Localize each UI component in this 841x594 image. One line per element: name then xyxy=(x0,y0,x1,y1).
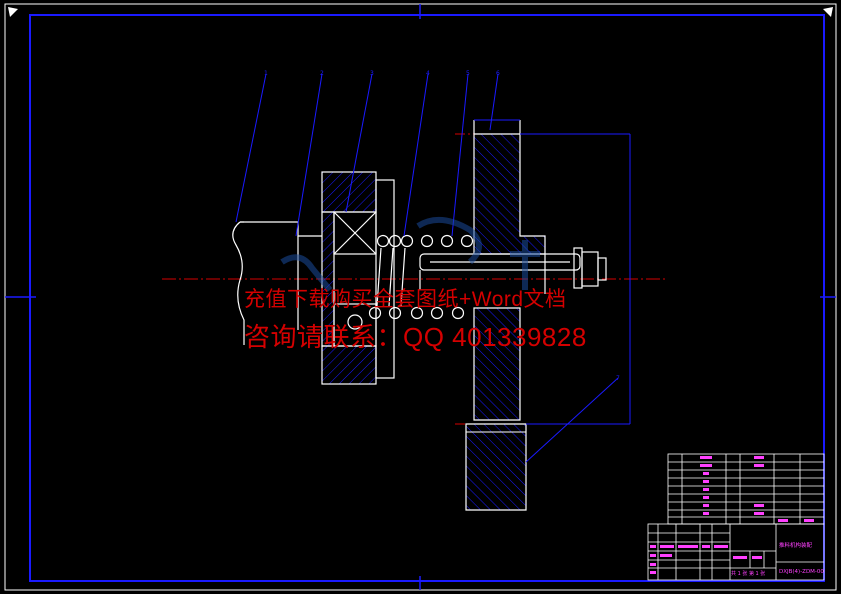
rack-gear xyxy=(465,119,546,511)
parts-list xyxy=(667,453,825,525)
balloon-7: 7 xyxy=(616,375,620,382)
balloon-numbers: 1 2 3 4 5 6 7 xyxy=(264,70,620,382)
balloon-2: 2 xyxy=(320,70,324,77)
title-block-marks xyxy=(650,545,762,574)
balloon-4: 4 xyxy=(426,70,430,77)
balloon-leaders xyxy=(235,73,619,463)
title-block xyxy=(647,523,825,581)
title-block-sheet-note: 共 1 张 第 1 张 xyxy=(731,571,766,577)
balloon-5: 5 xyxy=(466,70,470,77)
logo-watermark xyxy=(280,217,540,292)
balloon-1: 1 xyxy=(264,70,268,77)
corner-arrows xyxy=(8,7,833,17)
shaft xyxy=(232,221,322,345)
centering-marks xyxy=(5,4,836,590)
bearing-housing xyxy=(321,171,395,385)
push-rod xyxy=(419,247,607,294)
parts-list-marks xyxy=(700,456,814,522)
sheet-inner-border xyxy=(29,14,825,582)
spring xyxy=(368,234,474,320)
title-block-drawing-code: DXJB(4)-ZDM-00 xyxy=(779,569,824,575)
watermark-line-2: 咨询请联系：QQ 401339828 xyxy=(244,322,587,352)
balloon-3: 3 xyxy=(370,70,374,77)
title-block-drawing-name: 推料机构装配 xyxy=(779,543,813,549)
watermark-line-1: 充值下载购买全套图纸+Word文档 xyxy=(244,288,567,311)
dimension-lines xyxy=(520,133,631,425)
balloon-6: 6 xyxy=(496,70,500,77)
